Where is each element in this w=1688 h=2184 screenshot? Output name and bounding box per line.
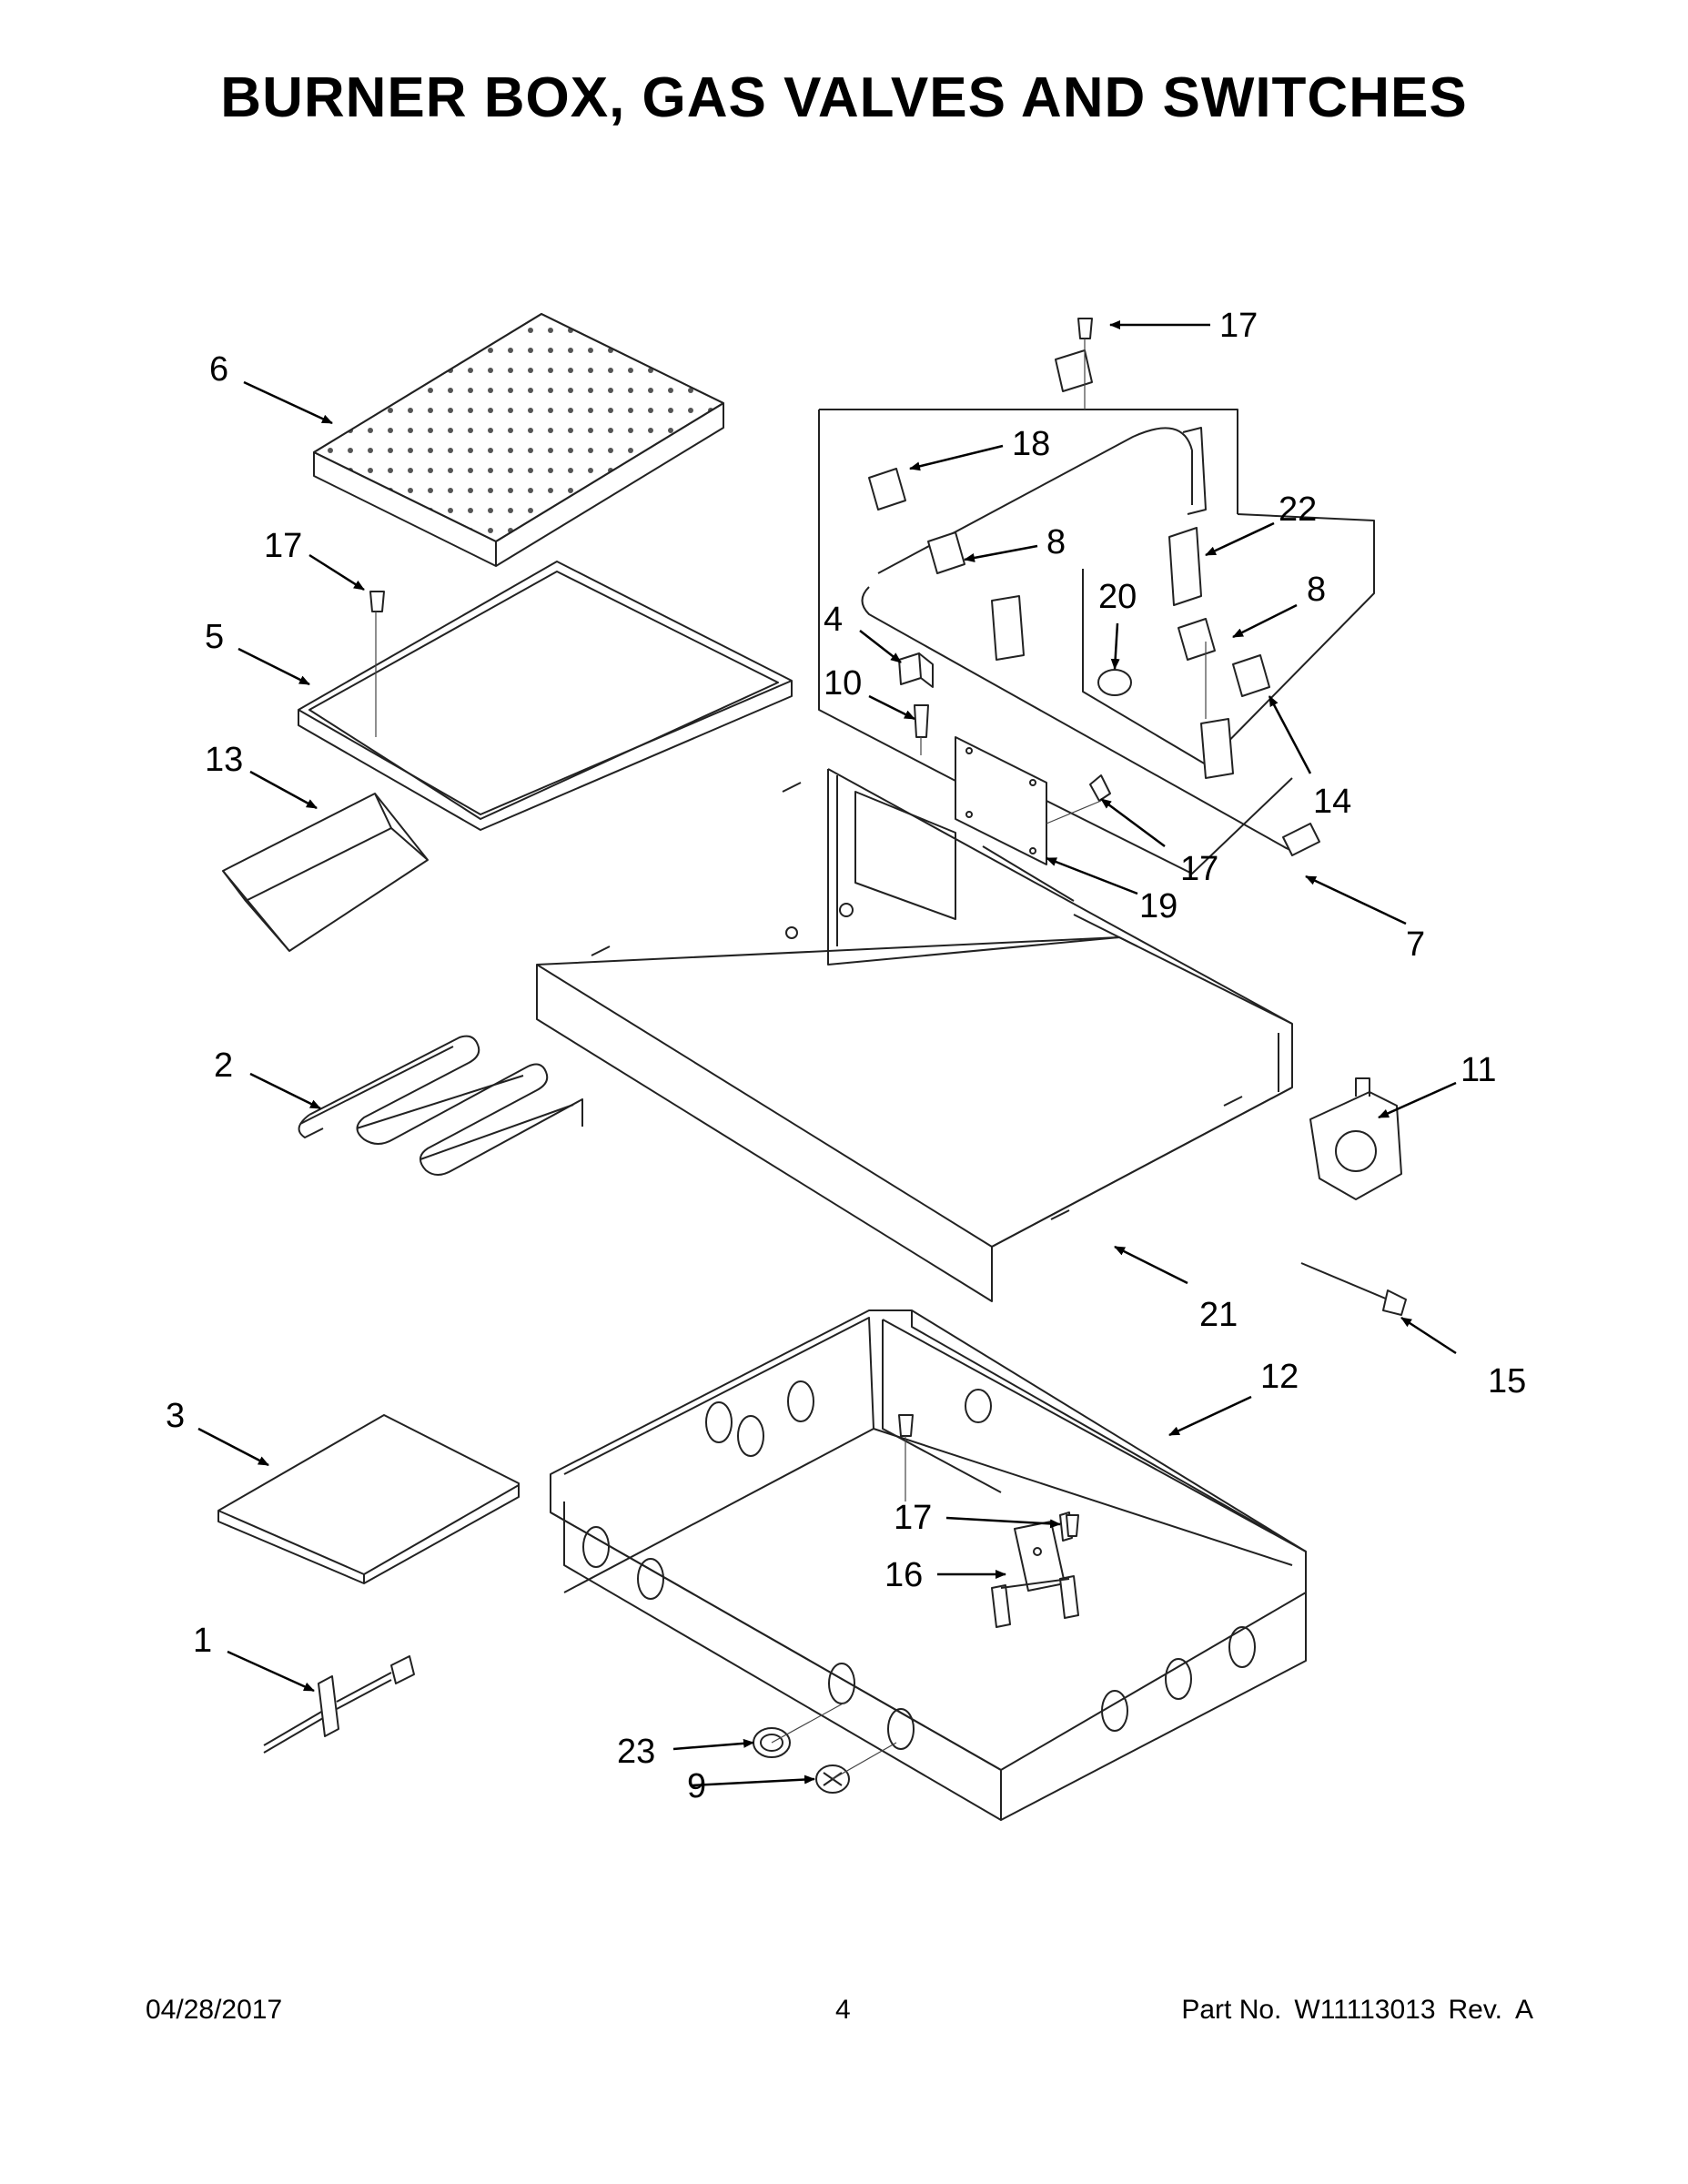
leader-9	[691, 1774, 815, 1787]
leader-6	[243, 380, 333, 425]
leader-8b	[1232, 603, 1298, 639]
leader-12	[1168, 1395, 1252, 1437]
leader-17-bottom	[945, 1516, 1061, 1529]
callout-9: 9	[687, 1767, 706, 1805]
callout-2: 2	[214, 1046, 233, 1085]
leader-4	[859, 630, 902, 663]
callout-8-left: 8	[1046, 523, 1066, 561]
leader-5	[238, 647, 310, 686]
callout-20: 20	[1098, 578, 1137, 616]
leader-13	[249, 770, 318, 810]
leader-11	[1378, 1081, 1457, 1119]
callout-18: 18	[1012, 425, 1050, 463]
switch-part	[898, 652, 934, 688]
callout-13: 13	[205, 741, 243, 779]
callout-6: 6	[209, 350, 228, 389]
leader-10	[868, 694, 915, 721]
callout-14: 14	[1313, 783, 1351, 821]
leader-15	[1400, 1316, 1457, 1355]
callout-17-left: 17	[264, 527, 302, 565]
shelf-plate-part	[217, 1414, 520, 1584]
footer-page-number: 4	[835, 1995, 851, 2025]
leader-22	[1205, 521, 1275, 557]
callout-15: 15	[1488, 1362, 1526, 1400]
callout-21: 21	[1199, 1296, 1238, 1334]
part-label: Part No.	[1181, 1995, 1282, 2025]
leader-14	[1268, 695, 1312, 774]
leader-17-mid	[1100, 797, 1166, 848]
callout-11: 11	[1461, 1051, 1496, 1089]
leader-18	[909, 444, 1004, 471]
leader-8a	[964, 544, 1038, 562]
part-number: W11113013	[1294, 1995, 1436, 2025]
burner-element-part	[298, 1035, 583, 1176]
screw-part	[369, 318, 1111, 1537]
upper-burner-box-part	[536, 768, 1293, 1302]
page-title: BURNER BOX, GAS VALVES AND SWITCHES	[220, 66, 1468, 129]
callout-17-top: 17	[1219, 307, 1258, 345]
leader-7	[1305, 875, 1407, 925]
leader-1	[227, 1650, 315, 1693]
callout-17-bottom: 17	[894, 1499, 932, 1537]
trough-part	[222, 793, 429, 952]
callout-22: 22	[1279, 490, 1317, 529]
callout-12: 12	[1260, 1358, 1299, 1396]
switch-screw-part	[914, 704, 929, 738]
ceramic-plate-part	[313, 313, 724, 567]
tray-frame-part	[298, 561, 793, 831]
wire-harness-part	[1300, 1262, 1407, 1316]
small-bracket-part	[1168, 527, 1202, 606]
callout-19: 19	[1139, 887, 1178, 925]
callout-7: 7	[1406, 925, 1425, 964]
callout-10: 10	[824, 664, 862, 703]
igniter-part	[263, 1655, 415, 1754]
rev-value: A	[1514, 1995, 1533, 2025]
gasket-disk-part	[1097, 669, 1132, 696]
callout-1: 1	[193, 1622, 212, 1660]
leader-17-left	[308, 553, 365, 592]
footer-date: 04/28/2017	[146, 1995, 283, 2025]
leader-19	[1046, 856, 1138, 895]
rev-label: Rev.	[1448, 1995, 1502, 2025]
lower-burner-box-part	[550, 1309, 1307, 1821]
leader-23	[672, 1738, 754, 1751]
leader-21	[1114, 1245, 1188, 1285]
callout-4: 4	[824, 601, 843, 639]
gas-regulator-part	[1309, 1077, 1402, 1200]
leader-20	[1110, 622, 1120, 670]
leader-3	[197, 1427, 269, 1467]
callout-16: 16	[884, 1556, 923, 1594]
callout-3: 3	[166, 1397, 185, 1435]
callout-17-mid: 17	[1180, 850, 1218, 888]
callout-5: 5	[205, 618, 224, 656]
leader-2	[249, 1072, 321, 1110]
footer-part-info: Part No. W11113013 Rev. A	[1168, 1995, 1533, 2026]
callout-8-right: 8	[1307, 571, 1326, 609]
gas-manifold-assembly	[818, 349, 1375, 875]
callout-23: 23	[617, 1733, 655, 1771]
